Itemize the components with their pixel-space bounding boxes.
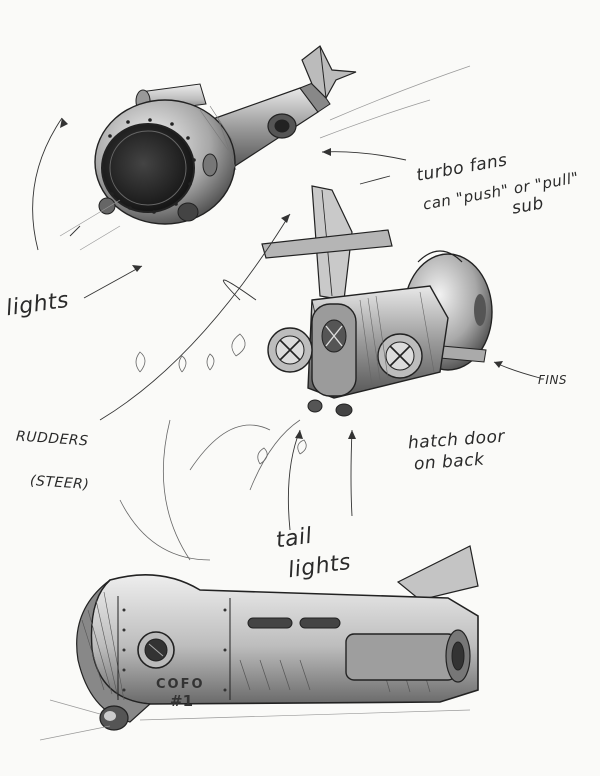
rudder-scribbles xyxy=(119,333,307,561)
annotation-rudders-2: (STEER) xyxy=(29,472,90,494)
sub-hull-label-name: COFO xyxy=(156,677,205,692)
annotation-tail-lights-1: tail xyxy=(274,523,314,554)
sub-hull-label-number: #1 xyxy=(170,692,194,710)
sub-rear-view xyxy=(261,185,493,417)
sub-front-view xyxy=(59,45,471,251)
sub-side-view xyxy=(39,545,479,741)
annotation-fins: FINS xyxy=(538,373,568,387)
annotation-hatch-2: on back xyxy=(413,449,486,475)
